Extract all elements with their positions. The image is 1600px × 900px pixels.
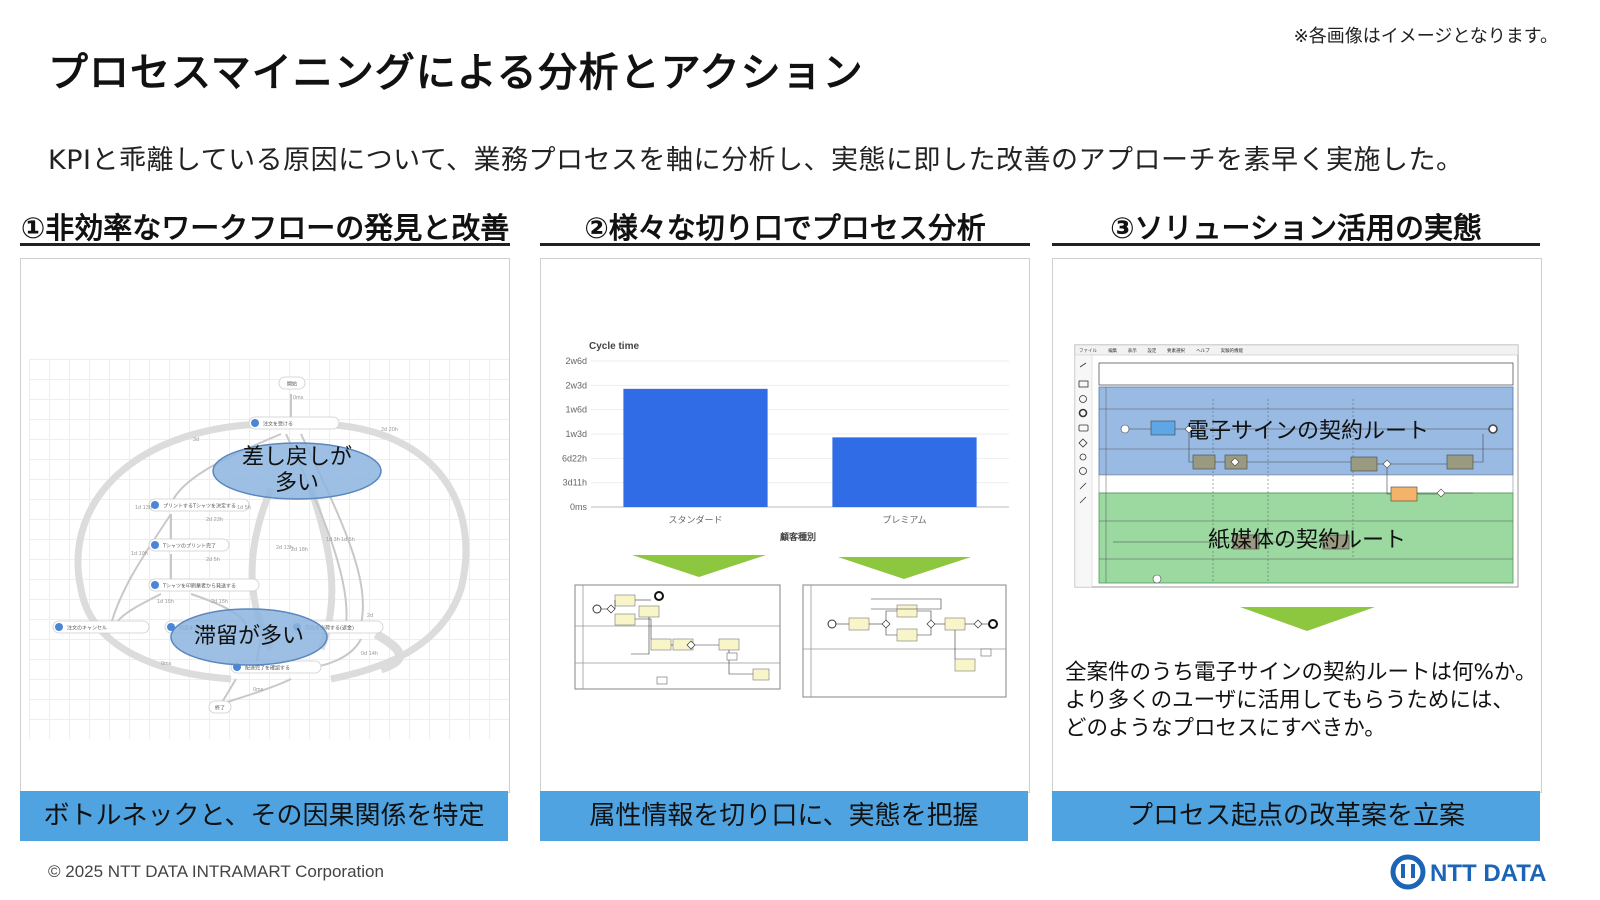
- question-line-2: より多くのユーザに活用してもらうためには、: [1065, 688, 1514, 713]
- electronic-sign-route-label: 電子サインの契約ルート: [1187, 419, 1430, 444]
- edge-duration-label: 0d 14h: [361, 651, 378, 657]
- paper-route-label: 紙媒体の契約ルート: [1208, 528, 1407, 553]
- editor-menu-item[interactable]: 編集: [1108, 347, 1118, 354]
- page-subtitle: KPIと乖離している原因について、業務プロセスを軸に分析し、実態に即した改善のア…: [48, 145, 1464, 176]
- chart-x-tick-label: スタンダード: [668, 514, 722, 526]
- edge-duration-label: 2d 20h: [381, 427, 398, 433]
- edge-duration-label: 2d 23h: [206, 517, 223, 523]
- edge-duration-label: 2d 18h: [291, 547, 308, 553]
- editor-menu-item[interactable]: 設定: [1147, 347, 1156, 354]
- process-node-label: 注文のキャンセル: [67, 625, 107, 632]
- chart-title: Cycle time: [589, 341, 639, 352]
- edge-duration-label: 0ms: [161, 661, 172, 667]
- edge-duration-label: 1d 3h: [326, 537, 340, 543]
- edge-duration-label: 1d 19h: [131, 551, 148, 557]
- question-line-3: どのようなプロセスにすべきか。: [1065, 716, 1386, 741]
- page-title: プロセスマイニングによる分析とアクション: [48, 50, 864, 96]
- solution-panel: ファイル 編集 表示 設定 要素選択 ヘルプ 実験的機能: [1052, 258, 1542, 793]
- edge-duration-label: 0ms: [253, 687, 264, 693]
- process-node-label: プリントするTシャツを決定する: [163, 503, 236, 510]
- image-note: ※各画像はイメージとなります。: [1293, 26, 1558, 47]
- column-3-heading: ③ソリューション活用の実態: [1052, 205, 1540, 246]
- copyright: © 2025 NTT DATA INTRAMART Corporation: [48, 862, 384, 881]
- process-diagram-premium: [802, 584, 1007, 698]
- process-node-label: 注文を受ける: [263, 421, 293, 428]
- bpmn-editor-screenshot: ファイル 編集 表示 設定 要素選択 ヘルプ 実験的機能: [1074, 344, 1519, 588]
- process-node-label: Tシャツを印刷業者から発送する: [162, 583, 236, 590]
- logo-text: NTT DATA: [1430, 860, 1546, 887]
- column-1-heading: ①非効率なワークフローの発見と改善: [20, 205, 510, 246]
- process-node: 注文のキャンセル: [52, 620, 150, 634]
- chart-bar: [623, 388, 768, 507]
- chart-y-tick-label: 1w3d: [565, 429, 587, 439]
- edge-duration-label: 1d 5h: [237, 505, 251, 511]
- process-node-label: 開始: [287, 381, 297, 388]
- edge-duration-label: 0ms: [293, 395, 304, 401]
- chart-y-tick-label: 0ms: [570, 502, 588, 512]
- paper-contract-lane: [1098, 492, 1514, 584]
- callout-rework-label: 差し戻しが 多い: [241, 445, 352, 496]
- solution-question-text: 全案件のうち電子サインの契約ルートは何%か。 より多くのユーザに活用してもらうた…: [1065, 659, 1541, 743]
- cycle-time-chart: Cycle time 0ms 3d11h 6d22h 1w3d 1w6d 2w3d 2w6d…: [562, 341, 1009, 698]
- process-node: Tシャツを印刷業者から発送する: [148, 578, 260, 592]
- callout-ellipse-rework: [212, 442, 382, 500]
- process-diagram-standard: [574, 584, 781, 690]
- column-2-heading: ②様々な切り口でプロセス分析: [540, 205, 1030, 246]
- editor-toolbar: [1074, 354, 1093, 588]
- edge-duration-label: 1d 15h: [157, 599, 174, 605]
- chart-y-tick-label: 1w6d: [565, 405, 587, 415]
- bpmn-elements: [1113, 420, 1498, 584]
- process-node-label: Tシャツのプリント完了: [162, 543, 216, 550]
- arrow-down: [1240, 607, 1375, 631]
- callout-stagnation-label: 滞留が多い: [193, 624, 304, 649]
- edge-duration-label: 3d: [193, 437, 199, 443]
- chart-y-tick-label: 2w3d: [565, 380, 587, 390]
- chart-x-tick-label: プレミアム: [882, 515, 926, 526]
- process-node: 注文を受ける: [248, 416, 340, 430]
- arrow-down-right: [838, 557, 971, 579]
- editor-menu-item[interactable]: 要素選択: [1167, 347, 1185, 354]
- edge-duration-label: 2d 13h: [276, 545, 293, 551]
- edge-duration-label: 1d 13h: [135, 505, 152, 511]
- editor-menu-item[interactable]: 実験的機能: [1221, 347, 1244, 354]
- process-node: 終了: [208, 700, 232, 714]
- process-map-panel: 開始注文を受けるプリントするTシャツを決定する Tシャツのプリント完了 Tシャツを印…: [20, 258, 510, 793]
- process-node: プリントするTシャツを決定する: [148, 498, 250, 512]
- editor-tool-icons: [1078, 362, 1089, 504]
- analysis-panel: Cycle time 0ms 3d11h 6d22h 1w3d 1w6d 2w3d 2w6d…: [540, 258, 1030, 793]
- edge-duration-label: 2d 15h: [211, 599, 228, 605]
- column-1-footer: ボトルネックと、その因果関係を特定: [20, 791, 508, 841]
- chart-bar: [832, 437, 977, 507]
- process-node: Tシャツのプリント完了: [148, 538, 230, 552]
- chart-y-tick-label: 6d22h: [562, 453, 587, 463]
- column-2-footer: 属性情報を切り口に、実態を把握: [540, 791, 1028, 841]
- chart-y-tick-label: 3d11h: [563, 478, 587, 488]
- process-node-label: 終了: [215, 705, 225, 712]
- question-line-1: 全案件のうち電子サインの契約ルートは何%か。: [1065, 660, 1537, 685]
- editor-menu-item[interactable]: ヘルプ: [1196, 348, 1210, 354]
- arrow-down-left: [632, 555, 766, 577]
- chart-x-axis-label: 顧客種別: [780, 531, 816, 543]
- edge-duration-label: 1d 5h: [341, 537, 355, 543]
- edge-duration-label: 2d 5h: [206, 557, 220, 563]
- editor-menu-item[interactable]: 表示: [1128, 347, 1137, 354]
- editor-menu-item[interactable]: ファイル: [1079, 348, 1097, 354]
- callout-ellipse-stagnation: [170, 608, 328, 666]
- ntt-data-logo: NTT DATA: [1390, 854, 1546, 890]
- process-node-label: 商品を出荷する(返金): [305, 625, 354, 632]
- process-node: 開始: [278, 376, 306, 390]
- edge-duration-label: 2d: [367, 613, 373, 619]
- chart-y-tick-label: 2w6d: [565, 356, 587, 366]
- process-node-label: 配達完了を確認する: [245, 665, 290, 672]
- column-3-footer: プロセス起点の改革案を立案: [1052, 791, 1540, 841]
